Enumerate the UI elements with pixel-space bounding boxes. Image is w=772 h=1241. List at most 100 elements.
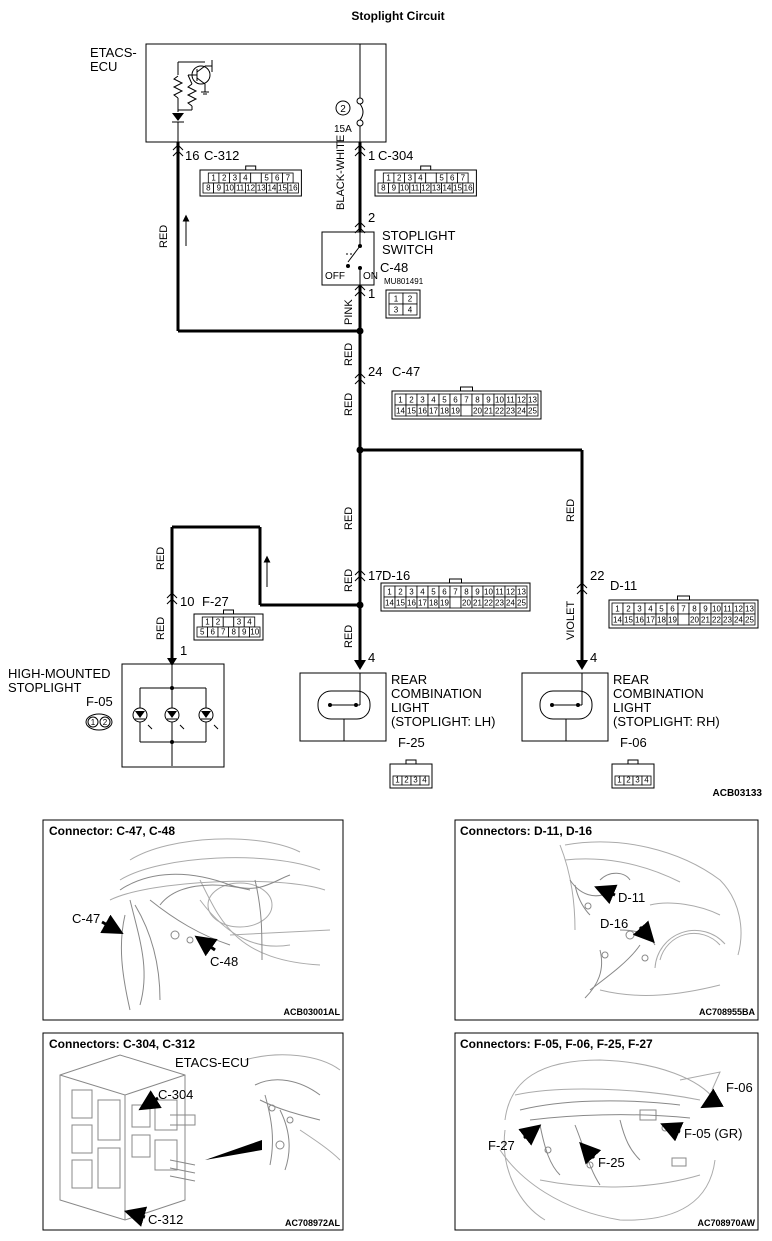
pins-d16-bottom-pin: 22 bbox=[484, 599, 493, 608]
pins-f27-top-pin: 3 bbox=[237, 618, 242, 627]
pins-f27-bottom-cell bbox=[249, 626, 261, 638]
etacs-label-2: ECU bbox=[90, 59, 117, 74]
pins-f25-bottom-cell bbox=[419, 775, 430, 786]
pins-d16-bottom-pin: 14 bbox=[385, 599, 394, 608]
pins-d11-bottom-pin: 15 bbox=[624, 616, 633, 625]
conn-label-f06: F-06 bbox=[620, 735, 647, 750]
rear-combination-light-rh bbox=[521, 672, 609, 742]
pins-f06-bottom-pin: 2 bbox=[626, 776, 631, 785]
high-mounted-stoplight bbox=[121, 663, 225, 768]
panel1-code: ACB03001AL bbox=[283, 1007, 340, 1017]
etacs-box bbox=[145, 43, 387, 143]
pins-f06-bottom-pin: 4 bbox=[644, 776, 649, 785]
pins-c304-top-pin: 6 bbox=[450, 174, 455, 183]
conn-part-c48: MU801491 bbox=[384, 277, 424, 286]
pins-c47-top-pin: 9 bbox=[486, 396, 491, 405]
pins-d11-top-pin: 2 bbox=[626, 605, 631, 614]
pins-c48-bottom-pin: 3 bbox=[394, 306, 399, 315]
pins-c312-top-pin: 1 bbox=[211, 174, 216, 183]
wire-label-red-2: RED bbox=[343, 343, 355, 366]
pins-c312-top-pin: 2 bbox=[222, 174, 227, 183]
pins-c47-bottom-pin: 14 bbox=[396, 407, 405, 416]
pins-f27-bottom-pin: 8 bbox=[232, 628, 237, 637]
pins-c48-top-pin: 2 bbox=[408, 295, 413, 304]
pins-c47-top-pin: 1 bbox=[398, 396, 403, 405]
pins-d11-bottom-pin: 17 bbox=[646, 616, 655, 625]
diagram-code: ACB03133 bbox=[713, 788, 763, 799]
conn-label-f27: F-27 bbox=[202, 594, 229, 609]
pins-c312-bottom-pin: 10 bbox=[225, 184, 234, 193]
pins-c47-bottom-pin: 25 bbox=[528, 407, 537, 416]
term-rh: 4 bbox=[590, 650, 597, 665]
fuse-number: 2 bbox=[340, 104, 346, 115]
pins-c47-bottom-cell bbox=[460, 404, 473, 417]
panel4-title: Connectors: F-05, F-06, F-25, F-27 bbox=[460, 1037, 653, 1051]
pins-d11-bottom-pin: 20 bbox=[690, 616, 699, 625]
pins-c312-top-pin: 3 bbox=[233, 174, 238, 183]
pins-c304-key bbox=[420, 165, 432, 171]
pins-c312-top-pin: 7 bbox=[286, 174, 291, 183]
lh-label-2: COMBINATION bbox=[391, 686, 482, 701]
term-c304: 1 bbox=[368, 148, 375, 163]
pins-c312-bottom-pin: 11 bbox=[236, 184, 245, 193]
pins-d16-bottom-pin: 21 bbox=[473, 599, 482, 608]
pins-d16-top-pin: 3 bbox=[409, 588, 414, 597]
pins-d11-top-pin: 9 bbox=[703, 605, 708, 614]
pins-c304-bottom-cell bbox=[462, 182, 474, 194]
connector-f05-icon bbox=[85, 713, 113, 731]
pins-c312-bottom-pin: 8 bbox=[206, 184, 211, 193]
panel4-callout-f25: F-25 bbox=[598, 1155, 625, 1170]
rh-label-2: COMBINATION bbox=[613, 686, 704, 701]
pins-c304-bottom-pin: 14 bbox=[442, 184, 451, 193]
pins-d11-bottom-cell bbox=[677, 613, 690, 626]
f05-pin-1: 1 bbox=[91, 718, 96, 727]
pins-c304-bottom-pin: 11 bbox=[411, 184, 420, 193]
panel-c304-c312 bbox=[42, 1032, 344, 1231]
panel1-title: Connector: C-47, C-48 bbox=[49, 824, 175, 838]
led-icon-3 bbox=[198, 707, 219, 730]
pins-f27-bottom-pin: 5 bbox=[200, 628, 205, 637]
pins-d16-top-pin: 4 bbox=[420, 588, 425, 597]
term-c47: 24 bbox=[368, 364, 382, 379]
pins-d11-bottom-pin: 22 bbox=[712, 616, 721, 625]
pins-c304-bottom-pin: 16 bbox=[464, 184, 473, 193]
pins-d16-bottom-pin: 16 bbox=[407, 599, 416, 608]
panel-c47-c48 bbox=[42, 819, 344, 1021]
pins-c304-bottom-pin: 13 bbox=[432, 184, 441, 193]
lh-label-1: REAR bbox=[391, 672, 427, 687]
term-switch-in: 2 bbox=[368, 210, 375, 225]
pins-f25-bottom-pin: 3 bbox=[413, 776, 418, 785]
pins-d16-bottom-pin: 24 bbox=[506, 599, 515, 608]
pins-d11-bottom-cell bbox=[743, 613, 756, 626]
pins-c312-bottom-cell bbox=[287, 182, 299, 194]
pins-c47-top-pin: 2 bbox=[409, 396, 414, 405]
panel2-callout-d16: D-16 bbox=[600, 916, 628, 931]
switch-off: OFF bbox=[325, 271, 345, 282]
pins-d16-top-pin: 12 bbox=[506, 588, 515, 597]
pins-d11-top-pin: 11 bbox=[723, 605, 732, 614]
pins-c47-bottom-pin: 23 bbox=[506, 407, 515, 416]
pins-d16-top-pin: 9 bbox=[475, 588, 480, 597]
pins-c47-top-pin: 3 bbox=[420, 396, 425, 405]
pins-c47-bottom-pin: 17 bbox=[429, 407, 438, 416]
pins-d11-top-pin: 3 bbox=[637, 605, 642, 614]
pins-f27-top-cell bbox=[222, 616, 235, 628]
panel1-callout-c47: C-47 bbox=[72, 911, 100, 926]
pins-f27-top-pin: 2 bbox=[216, 618, 221, 627]
pins-c48-top-pin: 1 bbox=[394, 295, 399, 304]
conn-label-c312: C-312 bbox=[204, 148, 239, 163]
pins-c312-bottom-pin: 13 bbox=[257, 184, 266, 193]
panel4-callout-f06: F-06 bbox=[726, 1080, 753, 1095]
pins-c47-bottom-pin: 20 bbox=[473, 407, 482, 416]
pins-c47-bottom-pin: 15 bbox=[407, 407, 416, 416]
pins-c304-top-pin: 2 bbox=[397, 174, 402, 183]
panel3-callout-c312: C-312 bbox=[148, 1212, 183, 1227]
switch-on: ON bbox=[363, 271, 378, 282]
pins-f27-bottom-pin: 10 bbox=[250, 628, 259, 637]
panel3-callout-c304: C-304 bbox=[158, 1087, 193, 1102]
hm-label-1: HIGH-MOUNTED bbox=[8, 666, 111, 681]
panel2-callout-d11: D-11 bbox=[618, 890, 645, 905]
rear-combination-light-lh bbox=[299, 672, 387, 742]
